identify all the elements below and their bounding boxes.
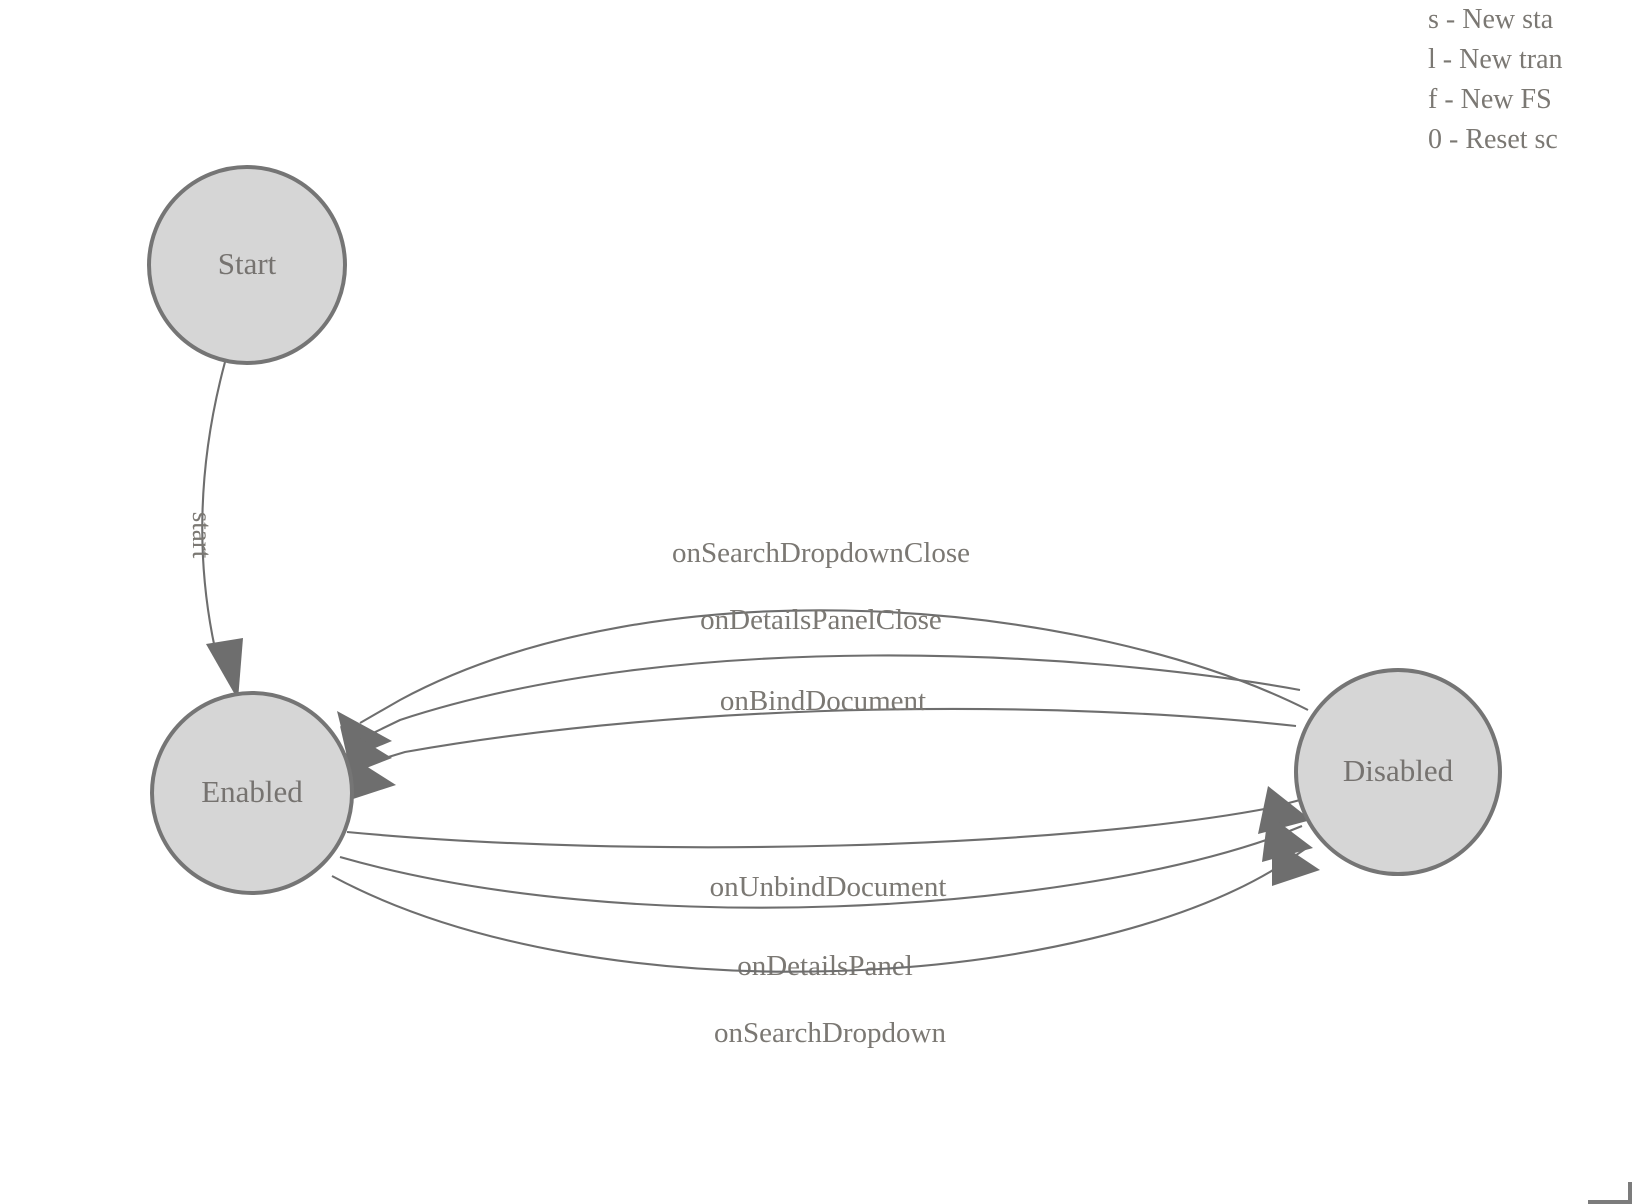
transition-on-search-dropdown-close-label: onSearchDropdownClose	[672, 537, 970, 569]
node-start[interactable]: Start	[147, 165, 347, 365]
node-enabled-circle	[150, 691, 354, 895]
transition-on-search-dropdown-path	[331, 846, 1309, 973]
transition-on-unbind-document-path	[346, 798, 1301, 849]
transition-on-search-dropdown-arrowhead	[1272, 838, 1320, 886]
transition-on-details-panel-close-label: onDetailsPanelClose	[700, 604, 942, 636]
transition-on-unbind-document[interactable]: onUnbindDocument	[346, 786, 1311, 903]
transition-on-bind-document-label: onBindDocument	[720, 685, 926, 717]
transition-on-details-panel-close-path	[364, 654, 1301, 738]
node-start-label: Start	[218, 246, 277, 281]
transition-start[interactable]: start	[187, 361, 243, 700]
transition-on-search-dropdown-close-path	[359, 609, 1309, 724]
keyboard-shortcuts-legend: s - New sta l - New tran f - New FS 0 - …	[1428, 0, 1632, 160]
node-disabled-label: Disabled	[1343, 753, 1454, 788]
legend-line-reset: 0 - Reset sc	[1428, 124, 1558, 155]
transition-on-search-dropdown-close[interactable]: onSearchDropdownClose	[337, 537, 1309, 759]
transition-start-path	[201, 361, 227, 663]
transition-on-bind-document-arrowhead	[344, 752, 396, 799]
node-disabled-circle	[1294, 668, 1502, 876]
legend-line-new-state: s - New sta	[1428, 4, 1554, 35]
transition-on-details-panel-close[interactable]: onDetailsPanelClose	[340, 604, 1301, 774]
transition-on-unbind-document-label: onUnbindDocument	[710, 871, 947, 903]
transition-start-label: start	[187, 512, 217, 559]
transition-on-details-panel-path	[339, 825, 1303, 909]
transition-on-search-dropdown-label: onSearchDropdown	[714, 1017, 946, 1049]
transition-on-search-dropdown[interactable]: onSearchDropdown	[331, 838, 1320, 1049]
canvas-corner-frame	[1588, 1182, 1632, 1204]
node-start-circle	[147, 165, 347, 365]
transition-on-bind-document-path	[371, 707, 1297, 764]
node-disabled[interactable]: Disabled	[1294, 668, 1502, 876]
node-enabled-label: Enabled	[201, 774, 303, 809]
transition-on-bind-document[interactable]: onBindDocument	[344, 685, 1297, 799]
node-enabled[interactable]: Enabled	[150, 691, 354, 895]
transition-start-arrowhead	[206, 638, 243, 700]
legend-line-new-fsm: f - New FS	[1428, 84, 1552, 115]
transition-on-details-panel-label: onDetailsPanel	[737, 950, 913, 982]
legend-line-new-transition: l - New tran	[1428, 44, 1563, 75]
